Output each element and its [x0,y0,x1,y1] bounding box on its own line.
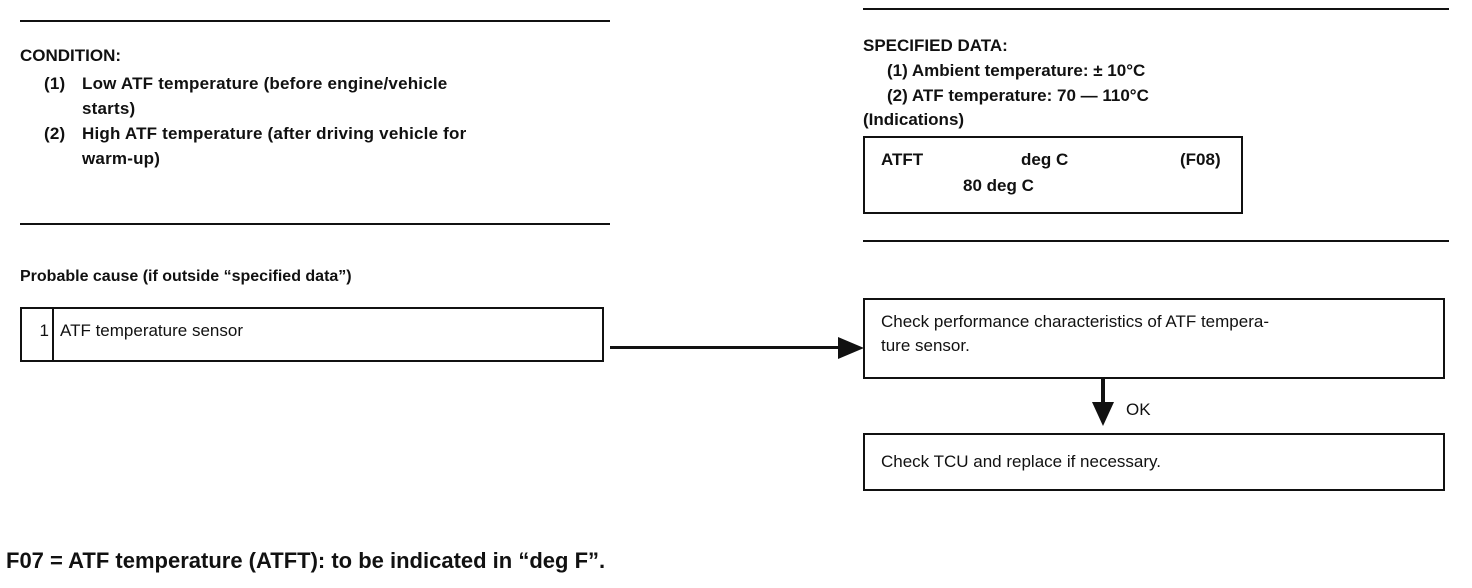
flow-arrow-line [610,346,842,349]
condition-item: (1) Low ATF temperature (before engine/ve… [44,74,447,94]
divider-rule [20,20,610,22]
condition-item-number: (1) [44,74,66,93]
display-code: (F08) [1180,150,1221,169]
check-step-box: Check performance characteristics of ATF… [863,298,1445,379]
condition-item-text: High ATF temperature (after driving vehi… [82,124,467,143]
cause-number: 1 [22,309,54,360]
condition-item-text: Low ATF temperature (before engine/vehic… [82,74,448,93]
divider-rule [863,240,1449,242]
condition-title: CONDITION: [20,46,122,65]
check-tcu-step-box: Check TCU and replace if necessary. [863,433,1445,491]
display-label: ATFT [881,150,924,169]
display-value: 80 deg C [963,176,1034,195]
condition-item-number: (2) [44,124,66,143]
flow-arrow-line [1101,379,1105,405]
divider-rule [863,8,1449,10]
ok-label: OK [1126,400,1151,419]
probable-cause-box: 1 ATF temperature sensor [20,307,604,362]
arrow-down-icon [1092,402,1114,426]
display-unit: deg C [1021,150,1069,169]
cause-text: ATF temperature sensor [60,321,243,340]
check-step-line: Check performance characteristics of ATF… [881,312,1269,331]
specified-data-title: SPECIFIED DATA: [863,36,1008,55]
footer-note: F07 = ATF temperature (ATFT): to be indi… [6,548,606,573]
condition-item: (2) High ATF temperature (after driving v… [44,124,466,144]
check-step-line: ture sensor. [881,336,970,355]
probable-cause-title: Probable cause (if outside “specified da… [20,268,352,285]
specified-data-item: (1) Ambient temperature: ± 10°C [887,61,1146,80]
specified-data-item: (2) ATF temperature: 70 — 110°C [887,86,1149,105]
indication-display-box: ATFT deg C (F08) 80 deg C [863,136,1243,214]
check-step-line: Check TCU and replace if necessary. [881,452,1161,471]
divider-rule [20,223,610,225]
arrow-right-icon [838,337,864,359]
condition-item-continuation: warm-up) [82,149,161,168]
condition-item-continuation: starts) [82,99,136,118]
indications-label: (Indications) [863,110,965,129]
